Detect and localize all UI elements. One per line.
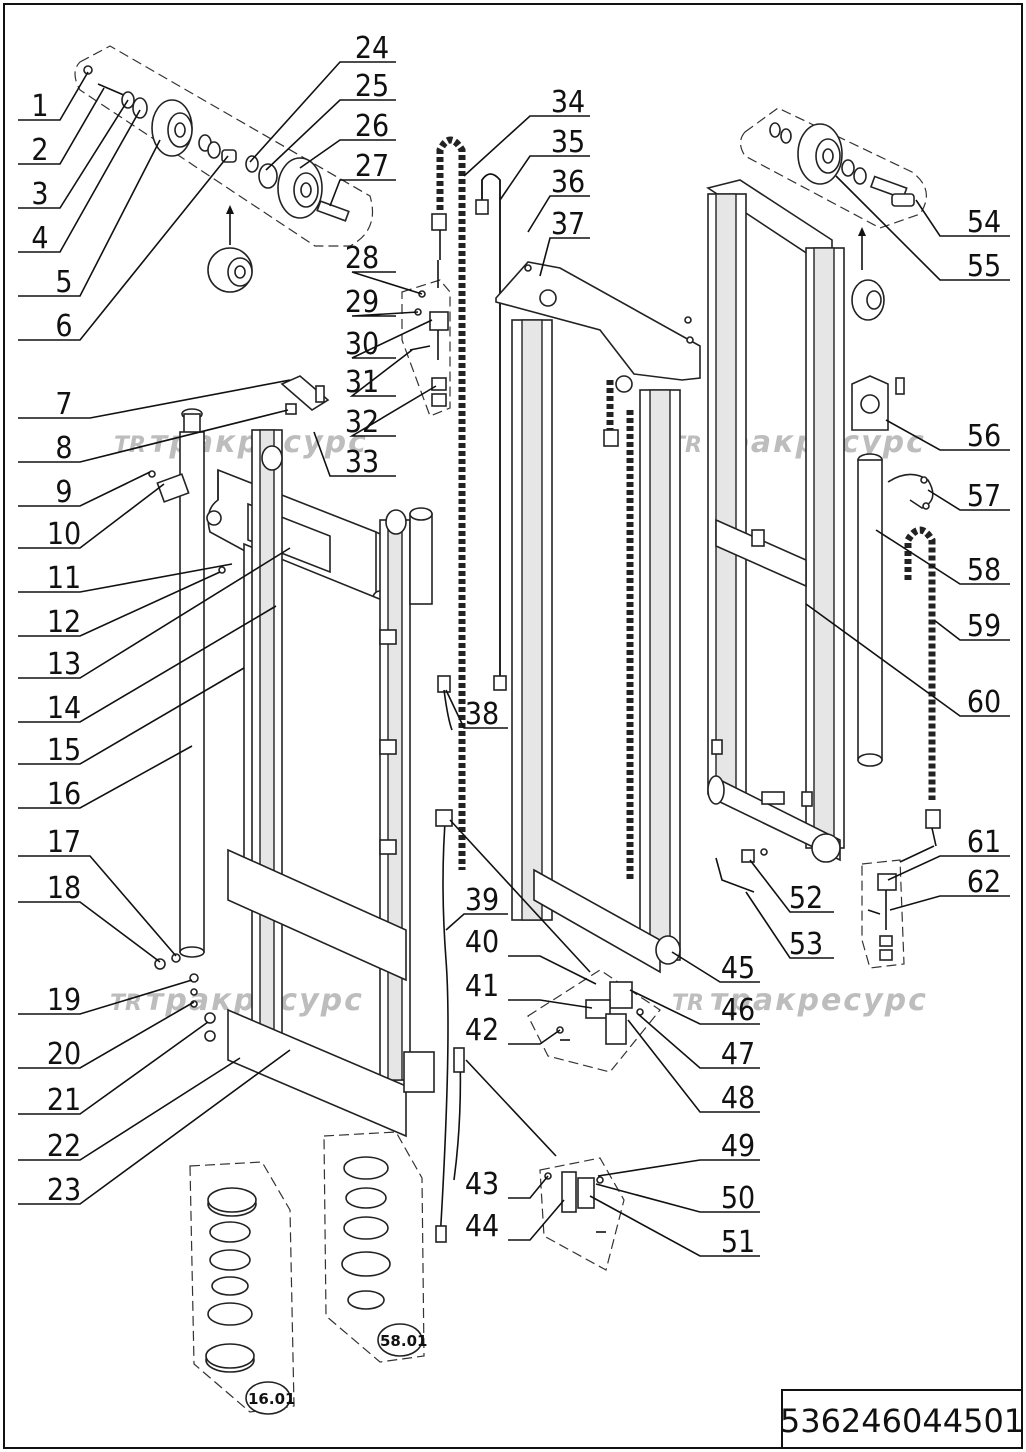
callout-52: 52	[789, 881, 823, 916]
watermark-logo: TR	[672, 991, 704, 1016]
callouts-right-column: 45 46 47 48 49 50 51 52 53 54 55 56 57 5…	[721, 205, 1001, 1260]
outer-mast-right	[706, 179, 845, 863]
callout-24: 24	[355, 31, 389, 66]
seal-kit-58-01-label: 58.01	[380, 1332, 427, 1350]
hose-bracket-57	[887, 473, 934, 510]
watermark-logo: TR	[114, 433, 146, 458]
callout-7: 7	[55, 387, 72, 422]
callout-50: 50	[721, 1181, 755, 1216]
callout-34: 34	[551, 85, 585, 120]
callouts-left-column: 1 2 3 4 5 6 7 8 9 10 11 12 13 14 15 16 1…	[31, 89, 81, 1208]
callout-5: 5	[55, 265, 72, 300]
callout-20: 20	[47, 1037, 81, 1072]
callout-60: 60	[967, 685, 1001, 720]
callout-44: 44	[465, 1209, 499, 1244]
callout-23: 23	[47, 1173, 81, 1208]
callout-51: 51	[721, 1225, 755, 1260]
callout-33: 33	[345, 445, 379, 480]
chain-59	[904, 526, 941, 847]
callout-8: 8	[55, 431, 72, 466]
chain-34	[431, 136, 466, 870]
switch-group-40-48	[527, 969, 661, 1073]
callout-14: 14	[47, 691, 81, 726]
chain-anchor-group	[401, 279, 451, 417]
cylinder-head-56	[851, 375, 905, 431]
hose-35	[475, 173, 507, 691]
callout-55: 55	[967, 249, 1001, 284]
callout-10: 10	[47, 517, 81, 552]
callout-1: 1	[31, 89, 48, 124]
callout-19: 19	[47, 983, 81, 1018]
callout-22: 22	[47, 1129, 81, 1164]
connector-arrows	[437, 260, 935, 1157]
callout-2: 2	[31, 133, 48, 168]
callout-49: 49	[721, 1129, 755, 1164]
callout-43: 43	[465, 1167, 499, 1202]
callout-61: 61	[967, 825, 1001, 860]
fitting-52-53	[715, 848, 768, 893]
callout-41: 41	[465, 969, 499, 1004]
callout-9: 9	[55, 475, 72, 510]
callout-12: 12	[47, 605, 81, 640]
middle-mast	[495, 261, 701, 974]
top-bracket-7	[280, 375, 330, 415]
document-code: 536246044501	[780, 1402, 1024, 1440]
callout-53: 53	[789, 927, 823, 962]
callout-56: 56	[967, 419, 1001, 454]
callout-36: 36	[551, 165, 585, 200]
callout-15: 15	[47, 733, 81, 768]
callout-59: 59	[967, 609, 1001, 644]
callout-6: 6	[55, 309, 72, 344]
free-lift-cylinder-58	[857, 453, 883, 767]
seal-kit-16-01-label: 16.01	[248, 1390, 295, 1408]
seal-kit-58-01: 58.01	[323, 1131, 427, 1363]
callout-62: 62	[967, 865, 1001, 900]
callout-11: 11	[47, 561, 81, 596]
callout-26: 26	[355, 109, 389, 144]
callout-45: 45	[721, 951, 755, 986]
callout-25: 25	[355, 69, 389, 104]
callout-28: 28	[345, 241, 379, 276]
inner-mast-left	[206, 429, 435, 1138]
callout-17: 17	[47, 825, 81, 860]
callout-57: 57	[967, 479, 1001, 514]
callout-54: 54	[967, 205, 1001, 240]
seal-kit-16-01: 16.01	[189, 1161, 295, 1415]
callout-29: 29	[345, 285, 379, 320]
document-code-block: 536246044501	[780, 1389, 1024, 1449]
drawing-frame	[3, 3, 1023, 1449]
callout-42: 42	[465, 1013, 499, 1048]
callout-13: 13	[47, 647, 81, 682]
callout-30: 30	[345, 327, 379, 362]
callout-35: 35	[551, 125, 585, 160]
watermark-bottom-left: TR тракресурс	[110, 983, 362, 1018]
callout-27: 27	[355, 149, 389, 184]
pulley-assembly-left	[74, 45, 374, 293]
callout-16: 16	[47, 777, 81, 812]
callout-32: 32	[345, 405, 379, 440]
watermark-bottom-right: TR тракресурс	[672, 983, 928, 1018]
callout-21: 21	[47, 1083, 81, 1118]
callout-4: 4	[31, 221, 48, 256]
callout-18: 18	[47, 871, 81, 906]
callouts-top-column: 24 25 26 27 28 29 30 31 32 33	[345, 31, 389, 480]
watermark-text: тракресурс	[710, 983, 928, 1018]
callout-39: 39	[465, 883, 499, 918]
callout-48: 48	[721, 1081, 755, 1116]
callout-40: 40	[465, 925, 499, 960]
pulley-assembly-right	[739, 107, 927, 321]
callout-leaders	[18, 61, 1010, 1257]
watermark-top-left: TR тракресурс	[114, 425, 366, 460]
callout-46: 46	[721, 993, 755, 1028]
callout-3: 3	[31, 177, 48, 212]
callout-58: 58	[967, 553, 1001, 588]
cable-39	[435, 675, 465, 1243]
callout-31: 31	[345, 365, 379, 400]
callout-47: 47	[721, 1037, 755, 1072]
callouts-mid-column: 34 35 36 37 38 39 40 41 42 43 44	[465, 85, 585, 1244]
callout-37: 37	[551, 207, 585, 242]
callout-38: 38	[465, 697, 499, 732]
